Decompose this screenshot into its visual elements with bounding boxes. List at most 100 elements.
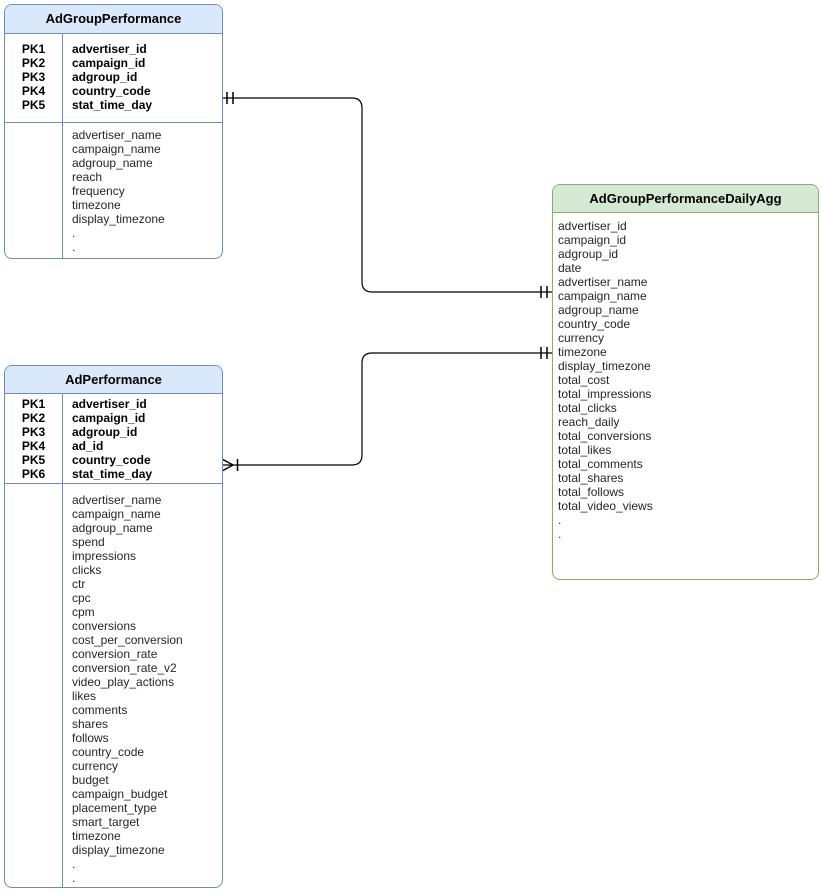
attribute-row: total_clicks <box>558 401 617 415</box>
attribute-row: clicks <box>72 563 102 577</box>
attribute-row: spend <box>72 535 105 549</box>
attribute-row: conversions <box>72 619 137 633</box>
attribute-row: likes <box>72 689 97 703</box>
attribute-row: ctr <box>72 577 86 591</box>
pk-field: country_code <box>72 453 151 467</box>
pk-key-label: PK3 <box>21 70 46 84</box>
attribute-row: follows <box>72 731 109 745</box>
attribute-row: conversion_rate_v2 <box>72 661 177 675</box>
attribute-row: conversion_rate <box>72 647 158 661</box>
relationship-adperformance-to-dailyagg <box>221 347 552 472</box>
attribute-row: campaign_budget <box>72 787 168 801</box>
attribute-row: reach_daily <box>558 415 620 429</box>
attribute-row: date <box>558 261 582 275</box>
attribute-row: total_video_views <box>558 499 653 513</box>
attribute-row: adgroup_name <box>72 156 153 170</box>
attribute-row: frequency <box>72 184 125 198</box>
attribute-row: budget <box>72 773 109 787</box>
pk-key-label: PK4 <box>21 439 46 453</box>
attribute-row: currency <box>558 331 605 345</box>
pk-key-label: PK1 <box>21 42 46 56</box>
attribute-row: display_timezone <box>558 359 651 373</box>
attribute-row: campaign_name <box>72 142 161 156</box>
attribute-row: campaign_name <box>558 289 647 303</box>
relationship-line <box>222 352 552 466</box>
entity-title: AdPerformance <box>5 366 222 394</box>
attribute-row: . <box>72 857 76 871</box>
attribute-row: adgroup_name <box>558 303 639 317</box>
pk-field: stat_time_day <box>72 467 153 481</box>
attribute-row: total_comments <box>558 457 643 471</box>
pk-field: ad_id <box>72 439 104 453</box>
pk-field: stat_time_day <box>72 98 153 112</box>
attribute-row: total_shares <box>558 471 624 485</box>
attribute-row: shares <box>72 717 109 731</box>
attribute-row: cpc <box>72 591 91 605</box>
pk-field: campaign_id <box>72 411 146 425</box>
attribute-row: video_play_actions <box>72 675 175 689</box>
attribute-row: . <box>72 871 76 885</box>
attribute-row: cpm <box>72 605 95 619</box>
pk-field: campaign_id <box>72 56 146 70</box>
exactly-one-marker-icon <box>540 286 548 298</box>
crow-foot-many-marker-icon <box>221 458 239 472</box>
attribute-row: impressions <box>72 549 137 563</box>
attribute-row: timezone <box>558 345 607 359</box>
pk-field: advertiser_id <box>72 42 147 56</box>
attribute-row: total_follows <box>558 485 625 499</box>
attribute-row: advertiser_name <box>558 275 648 289</box>
attribute-row: . <box>558 513 562 527</box>
attribute-row: timezone <box>72 198 121 212</box>
attribute-row: . <box>558 527 562 541</box>
attribute-row: display_timezone <box>72 212 165 226</box>
relationship-adgroupperformance-to-dailyagg <box>222 92 552 298</box>
attribute-row: advertiser_name <box>72 493 162 507</box>
attribute-row: reach <box>72 170 103 184</box>
attribute-row: cost_per_conversion <box>72 633 183 647</box>
attribute-row: . <box>72 226 76 240</box>
attribute-row: advertiser_id <box>558 219 627 233</box>
relationship-line <box>222 97 552 293</box>
pk-key-label: PK4 <box>21 84 46 98</box>
attribute-row: currency <box>72 759 119 773</box>
attribute-row: country_code <box>558 317 631 331</box>
attribute-row: timezone <box>72 829 121 843</box>
exactly-one-marker-icon <box>540 347 548 359</box>
attribute-row: advertiser_name <box>72 128 162 142</box>
attribute-row: total_likes <box>558 443 612 457</box>
attribute-row: total_cost <box>558 373 610 387</box>
pk-field: country_code <box>72 84 151 98</box>
key-column-spacer <box>5 484 63 887</box>
attribute-row: country_code <box>72 745 145 759</box>
attribute-row: adgroup_id <box>558 247 619 261</box>
pk-field: advertiser_id <box>72 397 147 411</box>
entity-title: AdGroupPerformanceDailyAgg <box>553 185 818 213</box>
attribute-row: smart_target <box>72 815 140 829</box>
attribute-row: . <box>72 240 76 254</box>
attribute-row: display_timezone <box>72 843 165 857</box>
entity-adgroup-performance-daily-agg: AdGroupPerformanceDailyAgg advertiser_id… <box>552 184 819 580</box>
exactly-one-marker-icon <box>226 92 234 104</box>
entity-title: AdGroupPerformance <box>5 5 222 34</box>
pk-key-label: PK1 <box>21 397 46 411</box>
attribute-row: total_impressions <box>558 387 652 401</box>
pk-field: adgroup_id <box>72 70 138 84</box>
attribute-row: comments <box>72 703 128 717</box>
pk-key-label: PK3 <box>21 425 46 439</box>
attribute-row: placement_type <box>72 801 157 815</box>
pk-key-label: PK6 <box>21 467 46 481</box>
pk-key-label: PK2 <box>21 56 46 70</box>
pk-key-label: PK2 <box>21 411 46 425</box>
